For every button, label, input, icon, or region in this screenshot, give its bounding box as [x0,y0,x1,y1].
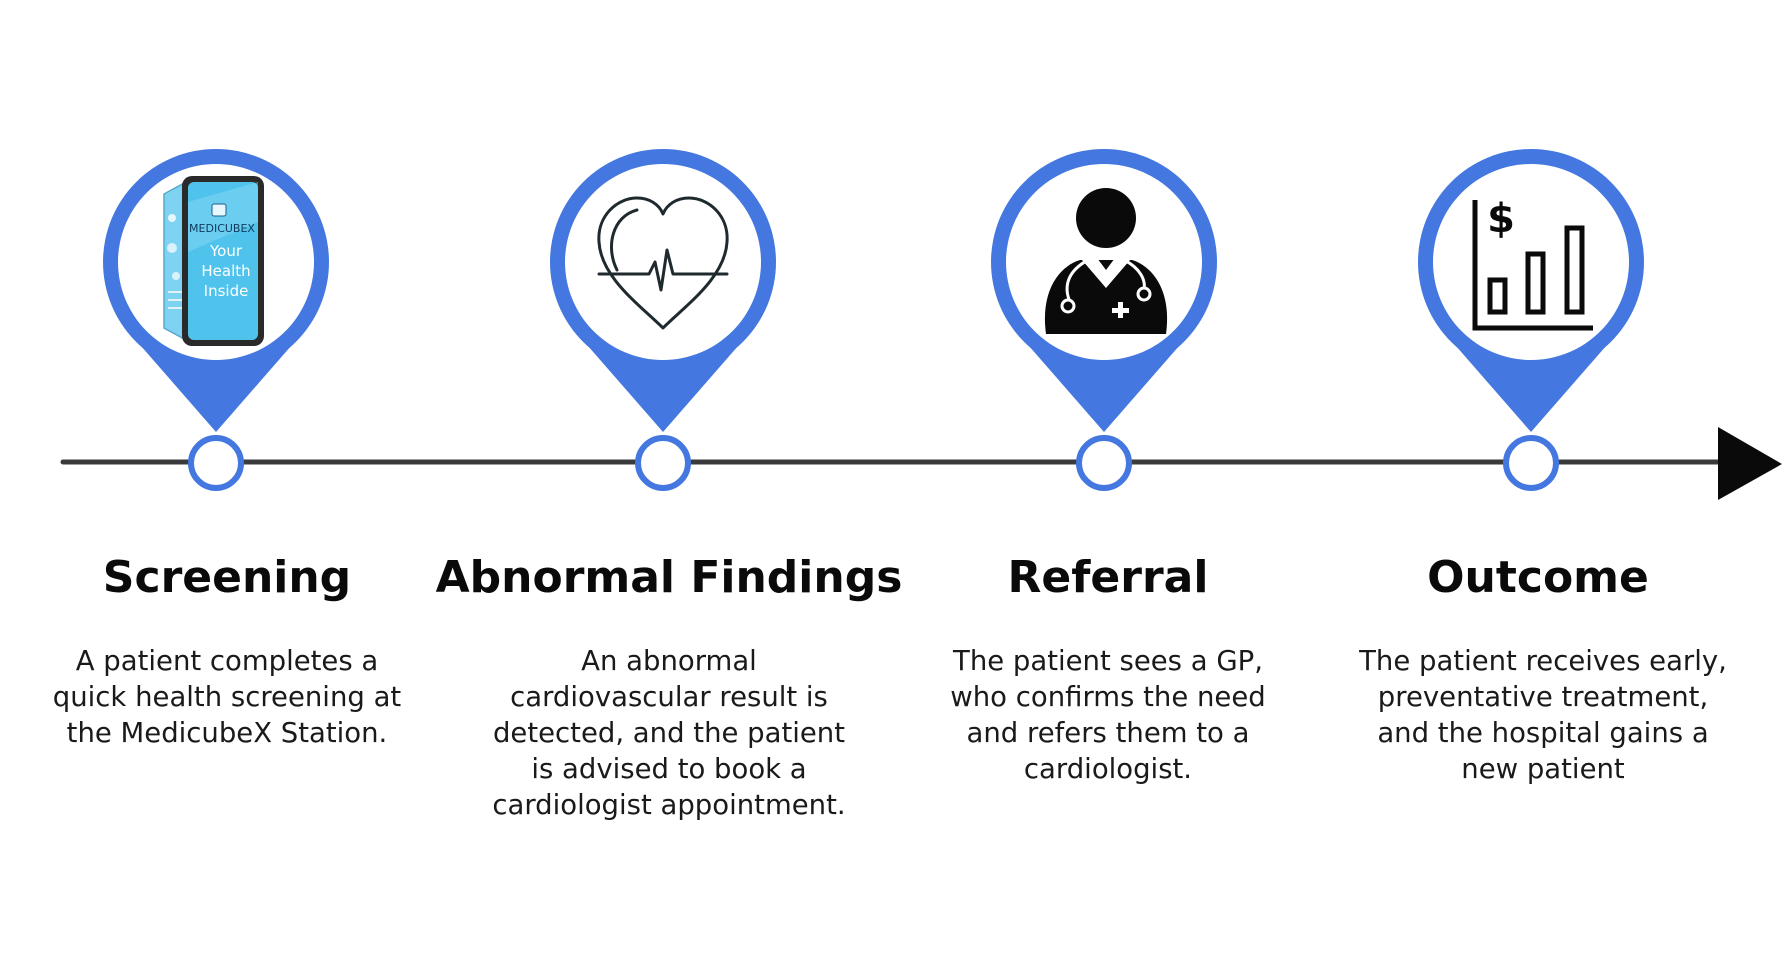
step-description: The patient receives early, preventative… [1359,645,1727,785]
kiosk-tagline-1: Your [209,242,243,260]
timeline-node-abnormal-findings [635,435,691,491]
timeline-arrow-head [1718,427,1782,500]
step-referral: Referral The patient sees a GP, who conf… [868,0,1348,970]
kiosk-tagline-3: Inside [204,282,249,300]
doctor-icon [1044,188,1168,334]
timeline-node-outcome [1503,435,1559,491]
step-title: Abnormal Findings [435,551,903,603]
step-description: A patient completes a quick health scree… [52,645,402,749]
kiosk-brand-text: MEDICUBEX [189,222,255,235]
timeline-node-referral [1076,435,1132,491]
pin-marker-referral [991,149,1217,491]
timeline-node-screening [188,435,244,491]
step-title: Outcome [1427,551,1649,603]
heart-pulse-icon [597,196,729,330]
pin-marker-outcome: $ [1418,149,1644,491]
step-screening: Screening A patient completes a quick he… [0,0,467,970]
step-title: Referral [1007,551,1209,603]
pin-marker-abnormal-findings [550,149,776,491]
step-title: Screening [102,551,352,603]
kiosk-icon: MEDICUBEX Your Health Inside [163,176,264,346]
pin-marker-screening: MEDICUBEX Your Health Inside [103,149,329,491]
step-description: The patient sees a GP, who confirms the … [950,645,1266,785]
step-abnormal-findings: Abnormal Findings An abnormal cardiovasc… [429,0,909,970]
kiosk-screen [188,182,258,340]
dollar-sign-glyph: $ [1487,196,1515,242]
step-description: An abnormal cardiovascular result is det… [492,645,846,821]
step-outcome: Outcome The patient receives early, prev… [1298,0,1778,970]
kiosk-tagline-2: Health [201,262,250,280]
bar-chart-dollar-icon: $ [1472,196,1593,331]
